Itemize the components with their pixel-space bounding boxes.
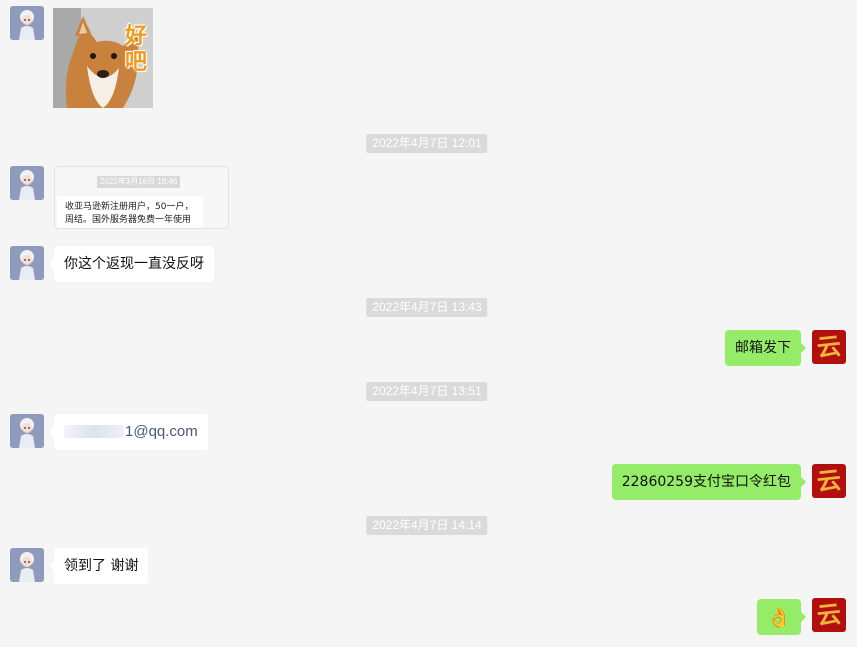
brush-calligraphy-avatar-icon: 云 xyxy=(815,330,843,363)
girl-avatar-icon xyxy=(10,548,44,582)
thumbnail-line: 周结。国外服务器免费一年使用 xyxy=(65,215,192,225)
girl-avatar-icon xyxy=(10,6,44,40)
sticker-caption: 好吧 xyxy=(125,24,148,75)
contact-avatar[interactable] xyxy=(10,246,44,280)
corgi-sticker[interactable]: 好吧 xyxy=(53,8,153,108)
contact-avatar[interactable] xyxy=(10,414,44,448)
self-avatar[interactable]: 云 xyxy=(812,464,846,498)
girl-avatar-icon xyxy=(10,166,44,200)
thumbnail-line: 收亚马逊新注册用户，50一户， xyxy=(65,202,194,212)
ok-hand-emoji-icon: 👌 xyxy=(766,605,792,629)
redacted-mask xyxy=(64,425,124,438)
corgi-sticker-icon xyxy=(53,8,153,108)
contact-avatar[interactable] xyxy=(10,166,44,200)
brush-calligraphy-avatar-icon: 云 xyxy=(815,598,843,631)
thumbnail-timestamp: 2022年3月16日 18:46 xyxy=(97,176,181,188)
chat-screenshot-thumbnail[interactable]: 2022年3月16日 18:46 收亚马逊新注册用户，50一户， 周结。国外服务… xyxy=(54,166,229,229)
message-bubble-incoming[interactable]: 1@qq.com xyxy=(49,414,208,450)
girl-avatar-icon xyxy=(10,246,44,280)
message-bubble-outgoing[interactable]: 22860259支付宝口令红包 xyxy=(611,464,807,500)
message-bubble-outgoing[interactable]: 邮箱发下 xyxy=(725,330,806,366)
message-bubble-outgoing[interactable]: 👌 xyxy=(757,599,806,635)
timestamp: 2022年4月7日 13:51 xyxy=(366,382,488,401)
email-text[interactable]: 1@qq.com xyxy=(125,423,198,440)
message-bubble-incoming[interactable]: 你这个返现一直没反呀 xyxy=(49,246,214,282)
brush-calligraphy-avatar-icon: 云 xyxy=(815,464,843,497)
timestamp: 2022年4月7日 13:43 xyxy=(366,298,488,317)
contact-avatar[interactable] xyxy=(10,6,44,40)
self-avatar[interactable]: 云 xyxy=(812,598,846,632)
contact-avatar[interactable] xyxy=(10,548,44,582)
timestamp: 2022年4月7日 12:01 xyxy=(366,134,488,153)
girl-avatar-icon xyxy=(10,414,44,448)
thumbnail-message: 收亚马逊新注册用户，50一户， 周结。国外服务器免费一年使用 xyxy=(57,196,203,228)
self-avatar[interactable]: 云 xyxy=(812,330,846,364)
timestamp: 2022年4月7日 14:14 xyxy=(366,516,488,535)
message-bubble-incoming[interactable]: 领到了 谢谢 xyxy=(48,548,149,584)
